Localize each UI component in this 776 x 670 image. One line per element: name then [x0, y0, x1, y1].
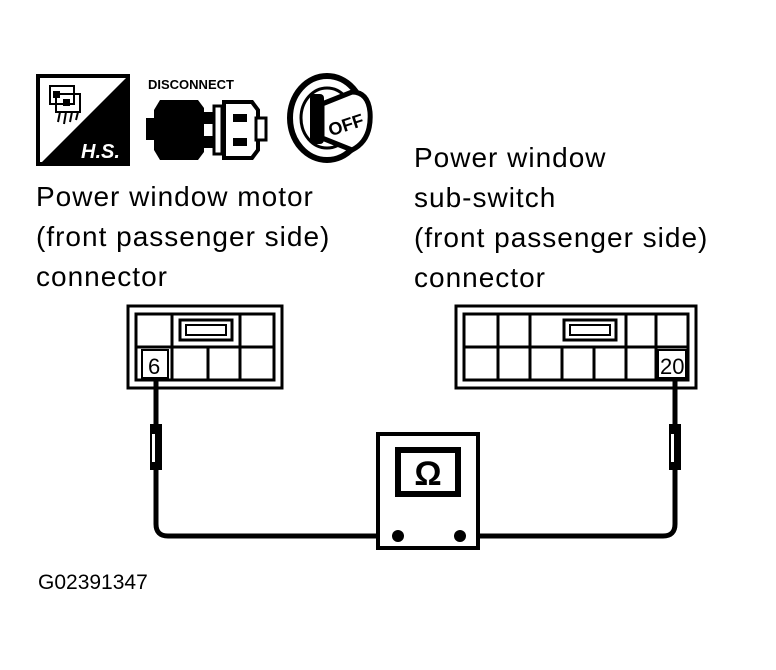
right-label-line-3: (front passenger side): [414, 222, 709, 253]
right-label-line-2: sub-switch: [414, 182, 557, 213]
right-probe-lead: [460, 378, 681, 539]
right-terminal-number: 20: [660, 354, 684, 379]
right-connector: 20: [454, 304, 698, 390]
hs-text: H.S.: [81, 141, 120, 163]
ignition-key-off-icon: OFF: [287, 73, 373, 163]
harness-hs-icon: H.S.: [36, 74, 130, 166]
left-label-line-3: connector: [36, 261, 168, 292]
left-connector: 6: [126, 304, 284, 390]
meter-terminal-right: [454, 530, 466, 542]
ohmmeter: Ω: [376, 432, 480, 550]
disconnect-icon: DISCONNECT: [146, 77, 268, 160]
left-connector-label: Power window motor (front passenger side…: [36, 177, 330, 297]
left-probe-lead: [150, 378, 398, 539]
figure-code: G02391347: [38, 571, 148, 594]
right-label-line-1: Power window: [414, 142, 607, 173]
left-terminal-number: 6: [148, 354, 160, 379]
ohm-symbol: Ω: [414, 455, 441, 493]
left-label-line-2: (front passenger side): [36, 221, 331, 252]
meter-terminal-left: [392, 530, 404, 542]
right-label-line-4: connector: [414, 262, 546, 293]
left-label-line-1: Power window motor: [36, 181, 314, 212]
right-connector-label: Power window sub-switch (front passenger…: [414, 138, 708, 298]
disconnect-text: DISCONNECT: [148, 77, 234, 92]
